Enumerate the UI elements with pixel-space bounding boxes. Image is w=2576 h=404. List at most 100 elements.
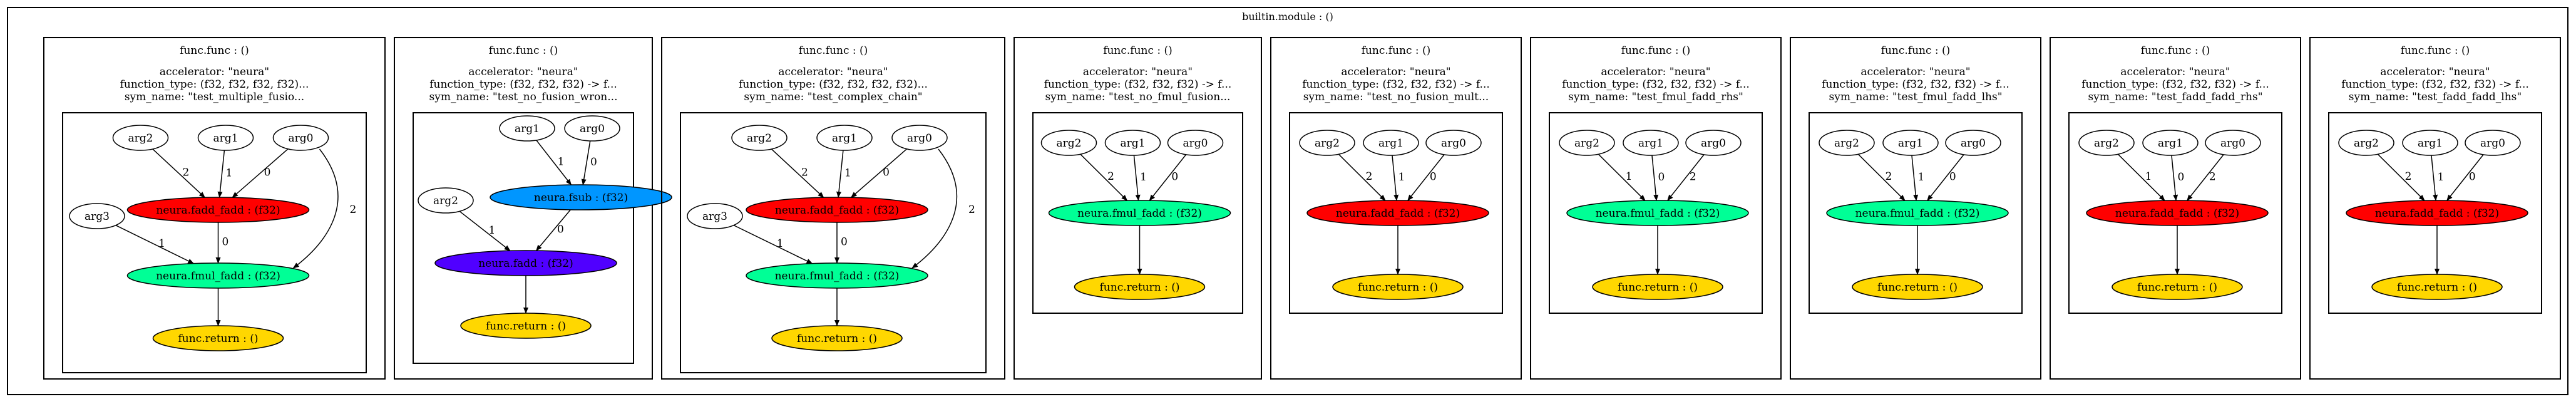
node-label: arg1 xyxy=(1121,137,1146,150)
edge xyxy=(292,148,339,269)
func-title: func.func : () xyxy=(180,44,249,57)
edge xyxy=(115,225,195,264)
func-title: func.func : () xyxy=(1621,44,1691,57)
func-cluster: func.func : ()accelerator: "neura"functi… xyxy=(1530,37,1782,380)
graph-node xyxy=(2112,274,2243,300)
node-label: arg2 xyxy=(1574,137,1599,150)
node-label: arg0 xyxy=(1701,137,1726,150)
edge-label: 2 xyxy=(350,204,357,216)
node-label: func.return : () xyxy=(1618,281,1698,294)
node-label: arg0 xyxy=(1441,137,1466,150)
edge-label: 1 xyxy=(488,224,495,237)
edge xyxy=(2377,153,2425,201)
region-cluster-box xyxy=(413,112,634,364)
node-label: func.return : () xyxy=(1100,281,1180,294)
region-cluster-box xyxy=(1032,112,1243,314)
edge-label: 1 xyxy=(1398,171,1405,184)
edge xyxy=(1407,154,1445,201)
func-attribute: sym_name: "test_no_fusion_mult... xyxy=(1303,91,1489,103)
module-title: builtin.module : () xyxy=(1242,11,1333,23)
func-attribute: accelerator: "neura" xyxy=(1860,66,1970,78)
graph-node xyxy=(746,197,928,223)
func-cluster: func.func : ()accelerator: "neura"functi… xyxy=(1790,37,2041,380)
func-cluster: func.func : ()accelerator: "neura"functi… xyxy=(43,37,386,380)
node-label: arg2 xyxy=(2094,137,2119,150)
func-cluster: func.func : ()accelerator: "neura"functi… xyxy=(394,37,672,380)
node-label: neura.fadd_fadd : (f32) xyxy=(2115,207,2239,220)
graph-node xyxy=(1826,200,2009,226)
func-cluster: func.func : ()accelerator: "neura"functi… xyxy=(1270,37,1522,380)
node-label: neura.fadd_fadd : (f32) xyxy=(775,204,899,217)
graph-node xyxy=(1623,130,1679,156)
node-label: arg2 xyxy=(1315,137,1340,150)
graph-node xyxy=(2402,130,2458,156)
func-attribute: sym_name: "test_fadd_fadd_rhs" xyxy=(2088,91,2262,103)
edge xyxy=(459,210,511,251)
edge xyxy=(911,148,958,269)
edge xyxy=(1667,154,1705,201)
graph-node xyxy=(2205,130,2261,156)
graph-node xyxy=(746,262,928,289)
func-cluster-box xyxy=(1013,37,1262,380)
graph-node xyxy=(731,125,788,151)
graph-node xyxy=(2338,130,2394,156)
edge-label: 2 xyxy=(1886,170,1892,183)
edge-label: 1 xyxy=(226,167,233,179)
func-attribute: function_type: (f32, f32, f32) -> f... xyxy=(1044,78,1232,91)
func-attribute: sym_name: "test_multiple_fusio... xyxy=(125,91,304,103)
func-title: func.func : () xyxy=(799,44,868,57)
node-label: arg1 xyxy=(2158,137,2183,150)
region-cluster-box xyxy=(62,112,367,373)
edge xyxy=(2187,154,2224,201)
func-attribute: accelerator: "neura" xyxy=(1601,66,1710,78)
node-label: neura.fmul_fadd : (f32) xyxy=(1855,207,1980,220)
graph-node xyxy=(272,125,329,151)
func-title: func.func : () xyxy=(1362,44,1431,57)
graph-node xyxy=(126,197,310,223)
node-label: arg0 xyxy=(1183,137,1208,150)
edge-label: 0 xyxy=(222,236,229,249)
func-attribute: sym_name: "test_fadd_fadd_lhs" xyxy=(2349,91,2522,103)
node-label: func.return : () xyxy=(486,320,566,333)
edge xyxy=(536,140,572,185)
edge-label: 2 xyxy=(2405,170,2412,183)
edge-label: 2 xyxy=(2209,170,2216,183)
edge xyxy=(1598,153,1646,201)
node-label: func.return : () xyxy=(2397,281,2477,294)
node-label: neura.fsub : (f32) xyxy=(534,192,628,204)
node-label: arg1 xyxy=(515,123,540,135)
module-cluster-box xyxy=(7,7,2568,395)
graph-node xyxy=(771,325,903,351)
node-label: arg2 xyxy=(747,132,772,145)
graph-node xyxy=(1048,200,1231,226)
graph-node xyxy=(112,125,169,151)
graph-node xyxy=(490,184,672,210)
graph-node xyxy=(1592,274,1723,300)
func-attribute: sym_name: "test_fmul_fadd_rhs" xyxy=(1568,91,1743,103)
edge-label: 1 xyxy=(2145,170,2152,183)
graph-node xyxy=(197,125,254,151)
func-attribute: accelerator: "neura" xyxy=(160,66,269,78)
graph-node xyxy=(891,125,948,151)
edge xyxy=(1911,155,1919,201)
region-cluster-box xyxy=(1549,112,1763,314)
func-title: func.func : () xyxy=(1103,44,1173,57)
node-label: func.return : () xyxy=(1877,281,1958,294)
graph-node xyxy=(1306,200,1489,226)
graph-node xyxy=(499,115,555,142)
func-attribute: accelerator: "neura" xyxy=(778,66,888,78)
graph-node xyxy=(1167,130,1224,156)
edge xyxy=(1338,153,1386,201)
graph-node xyxy=(1945,130,2001,156)
edge-label: 0 xyxy=(1658,171,1665,184)
edge-label: 1 xyxy=(844,167,851,179)
func-attribute: accelerator: "neura" xyxy=(2380,66,2490,78)
graph-node xyxy=(69,203,125,229)
edge-label: 0 xyxy=(264,166,271,179)
edge-label: 1 xyxy=(558,155,565,168)
node-label: arg1 xyxy=(1378,137,1403,150)
graph-node xyxy=(1363,130,1419,156)
graph-node xyxy=(1852,274,1983,300)
edge-label: 1 xyxy=(777,237,784,250)
